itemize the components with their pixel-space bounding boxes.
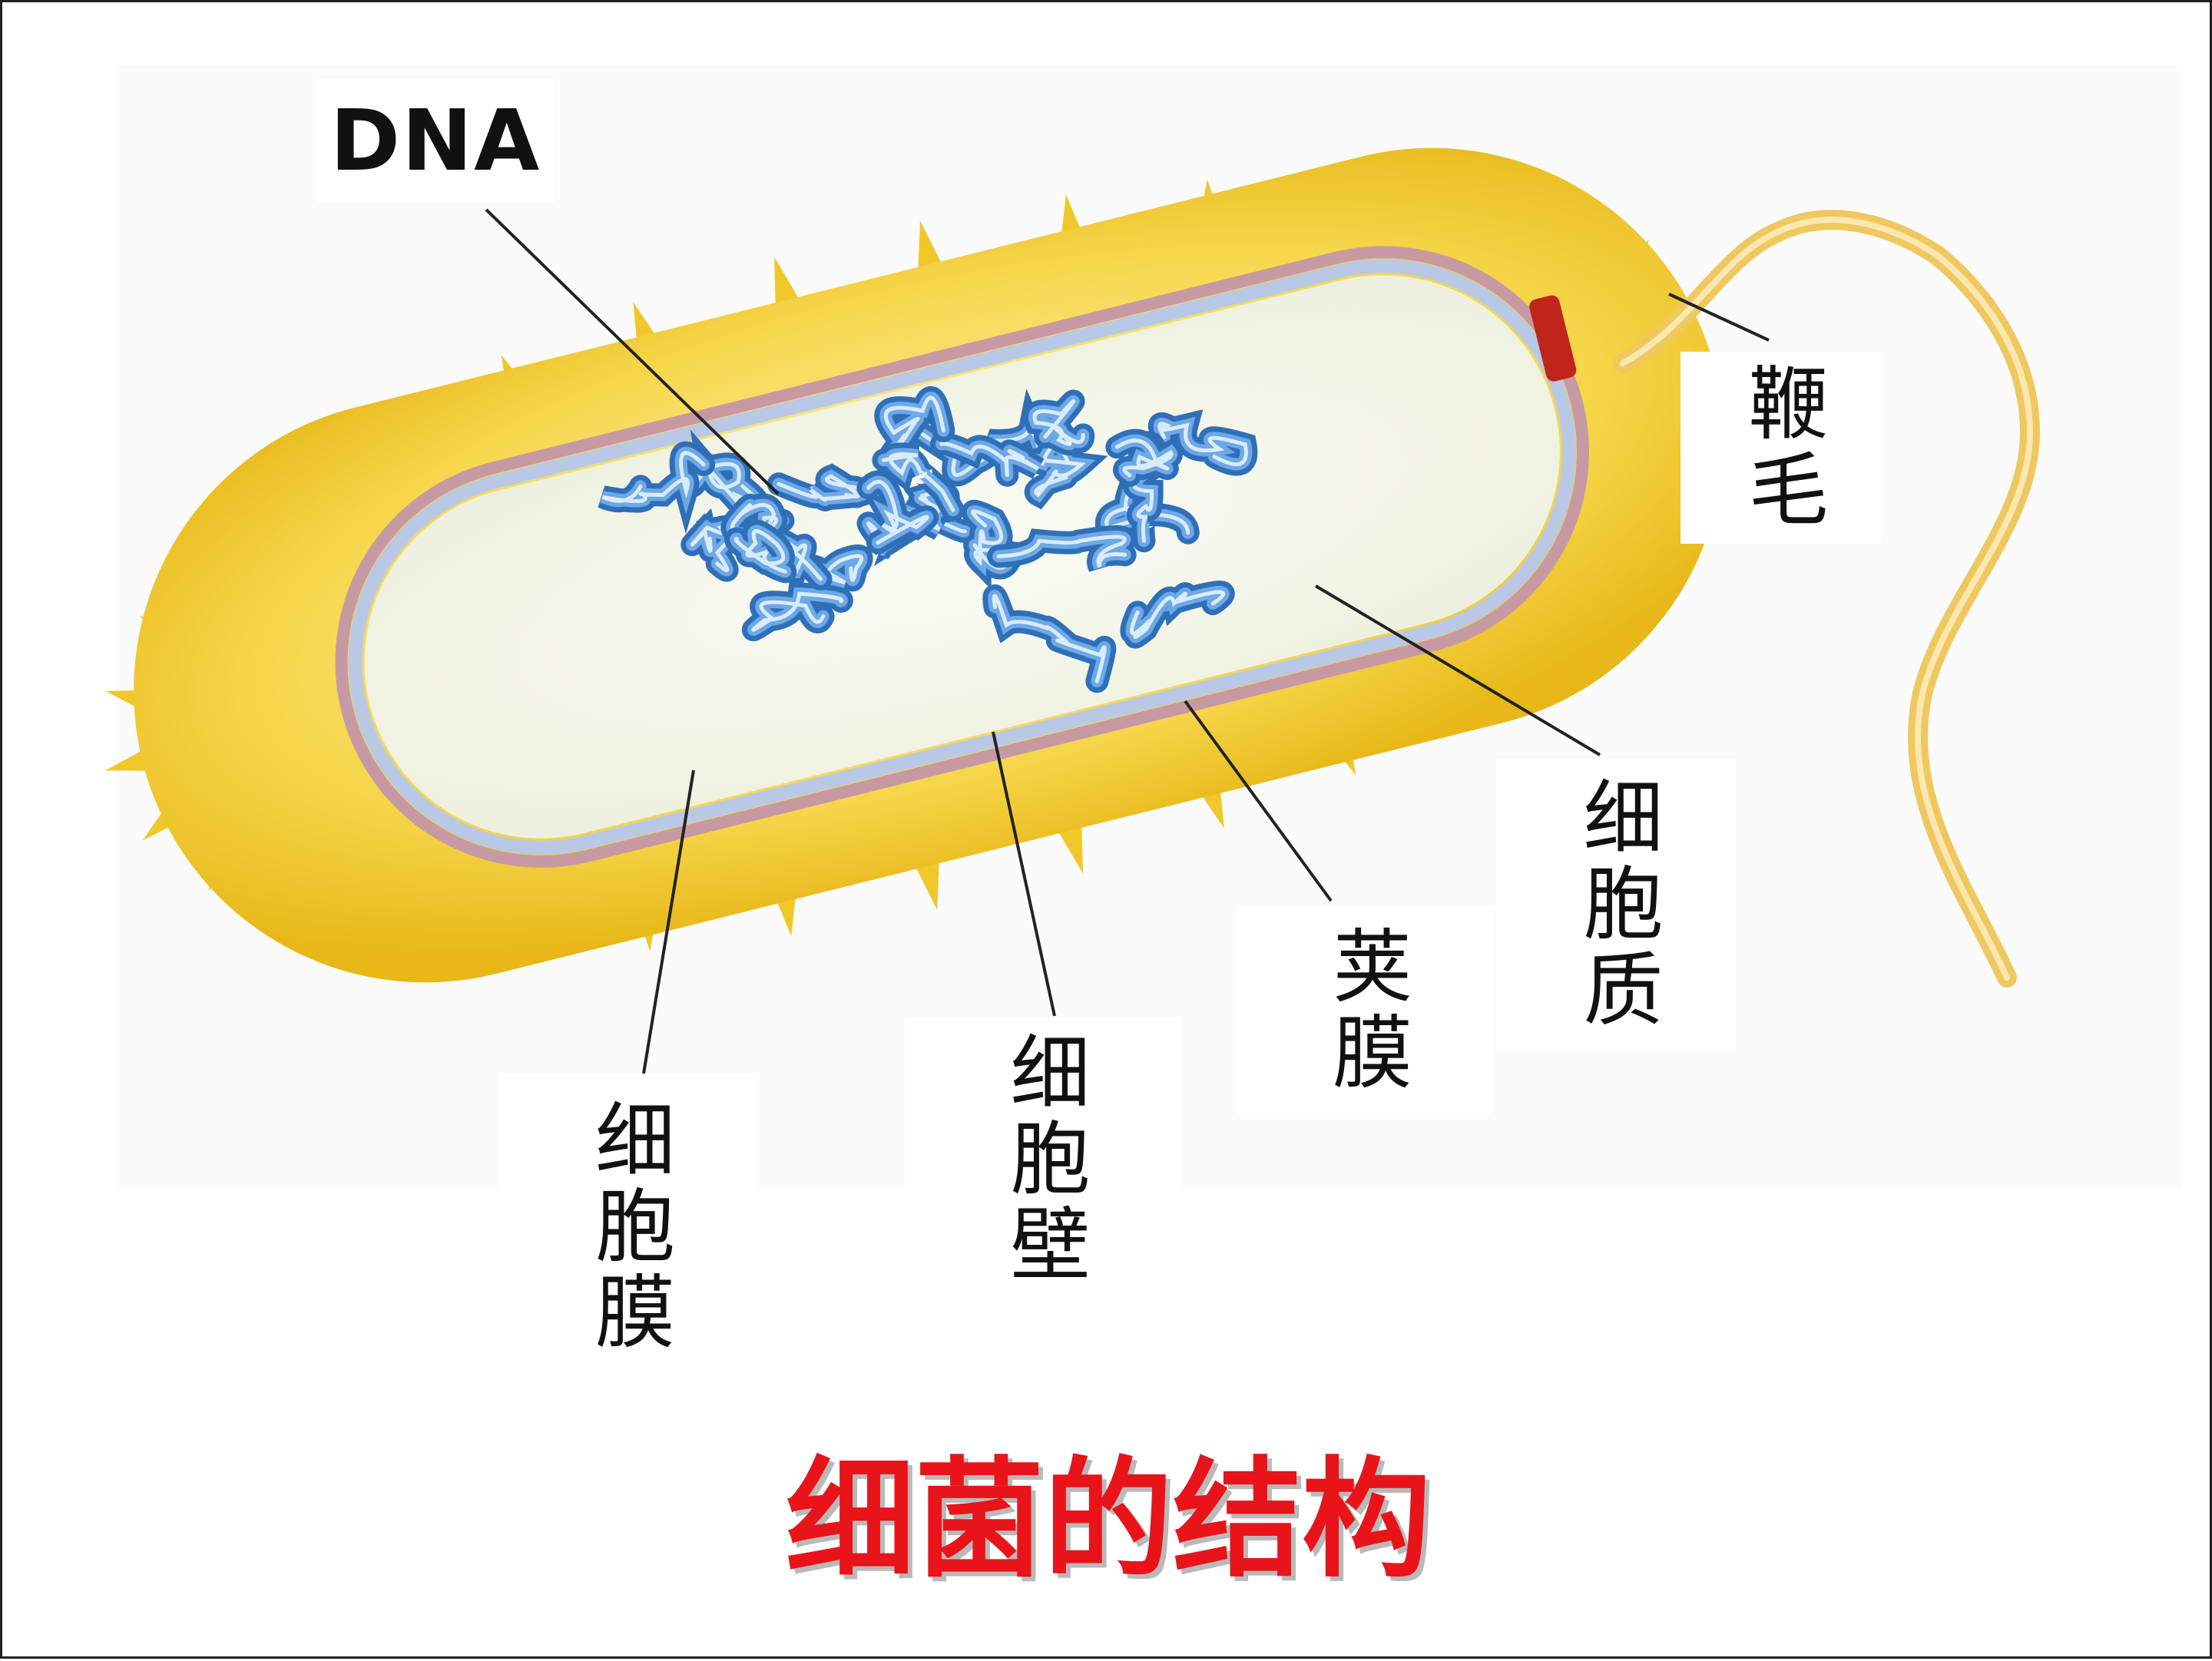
dna-strand	[866, 480, 929, 545]
cytoplasm-leader-line	[1314, 584, 1601, 756]
cell-membrane-label: 细胞膜	[499, 1074, 757, 1381]
cytoplasm-shape	[364, 275, 1560, 839]
cell-membrane-leader-line	[642, 769, 695, 1074]
dna-strand	[939, 442, 1040, 478]
cell-wall-shape	[335, 246, 1589, 868]
dna-strand	[733, 529, 787, 574]
pilus-spike	[918, 220, 945, 276]
dna-strand	[996, 534, 1128, 568]
bacterium	[104, 147, 1753, 983]
cell-wall-label: 细胞壁	[905, 1017, 1181, 1302]
cell-wall-leader-line	[992, 731, 1056, 1017]
cell-membrane-shape	[348, 259, 1576, 855]
dna-strand	[1114, 438, 1174, 478]
dna-shape	[598, 385, 1258, 693]
pilus-spike	[912, 854, 940, 911]
dna-strand	[992, 594, 1107, 683]
leader-lines	[485, 208, 1770, 1074]
dna-strand	[730, 502, 778, 536]
capsule-label: 荚膜	[1237, 906, 1494, 1115]
dna-leader-line	[485, 208, 780, 495]
dna-label: DNA	[316, 79, 555, 202]
dna-strand	[751, 591, 844, 632]
dna-strand	[1032, 399, 1085, 446]
flagellum-highlight	[1620, 217, 2034, 981]
capsule-leader-line	[1184, 700, 1333, 902]
cytoplasm-label: 细胞质	[1496, 759, 1736, 1051]
flagellum-base	[1529, 295, 1577, 382]
dna-strand	[1129, 590, 1226, 639]
dna-strand	[601, 451, 706, 504]
dna-strand	[881, 452, 955, 512]
page-title: 细菌的结构	[786, 1444, 1431, 1595]
flagellum-label: 鞭毛	[1681, 352, 1882, 544]
dna-strand	[1031, 444, 1086, 498]
flagellum-leader-line	[1668, 293, 1770, 342]
dna-strand	[1157, 422, 1248, 466]
